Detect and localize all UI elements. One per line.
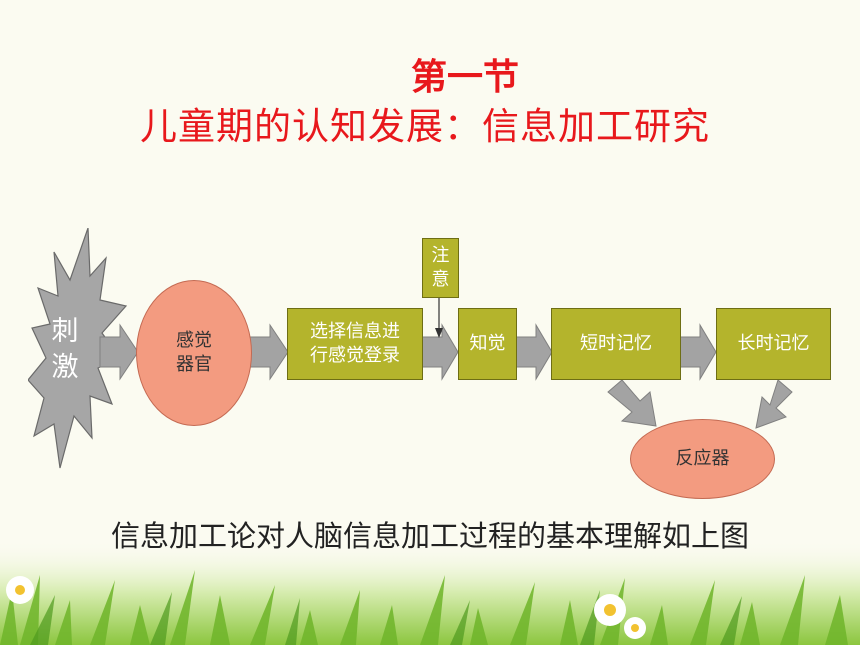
short-term-memory-label: 短时记忆: [580, 333, 652, 354]
attention-node: 注 意: [422, 238, 459, 298]
arrow-right-icon: [99, 323, 139, 381]
long-term-memory-node: 长时记忆: [716, 308, 831, 380]
sense-organ-label: 感觉 器官: [176, 330, 212, 375]
sensory-register-node: 选择信息进 行感觉登录: [287, 308, 423, 380]
arrow-diagonal-icon: [607, 379, 657, 427]
section-title: 第一节: [410, 56, 519, 98]
attention-label: 注 意: [431, 245, 450, 290]
arrow-right-icon: [421, 323, 459, 381]
responder-label: 反应器: [675, 448, 730, 469]
responder-node: 反应器: [630, 419, 775, 499]
arrow-diagonal-icon: [755, 379, 793, 429]
perception-node: 知觉: [458, 308, 517, 380]
perception-label: 知觉: [469, 333, 506, 354]
arrow-down-icon: [435, 328, 443, 338]
slide-subtitle: 儿童期的认知发展：信息加工研究: [140, 105, 710, 148]
flower-icon: [6, 576, 646, 639]
short-term-memory-node: 短时记忆: [551, 308, 681, 380]
sense-organ-node: 感觉 器官: [136, 280, 252, 426]
sensory-register-label: 选择信息进 行感觉登录: [310, 321, 400, 366]
stimulus-starburst: [28, 228, 128, 469]
arrow-right-icon: [679, 323, 717, 381]
stimulus-label: 刺 激: [51, 316, 79, 383]
grass-decoration: [0, 540, 860, 645]
arrow-right-icon: [249, 323, 289, 381]
slide-caption: 信息加工论对人脑信息加工过程的基本理解如上图: [110, 519, 749, 553]
arrow-right-icon: [515, 323, 553, 381]
long-term-memory-label: 长时记忆: [737, 333, 810, 354]
